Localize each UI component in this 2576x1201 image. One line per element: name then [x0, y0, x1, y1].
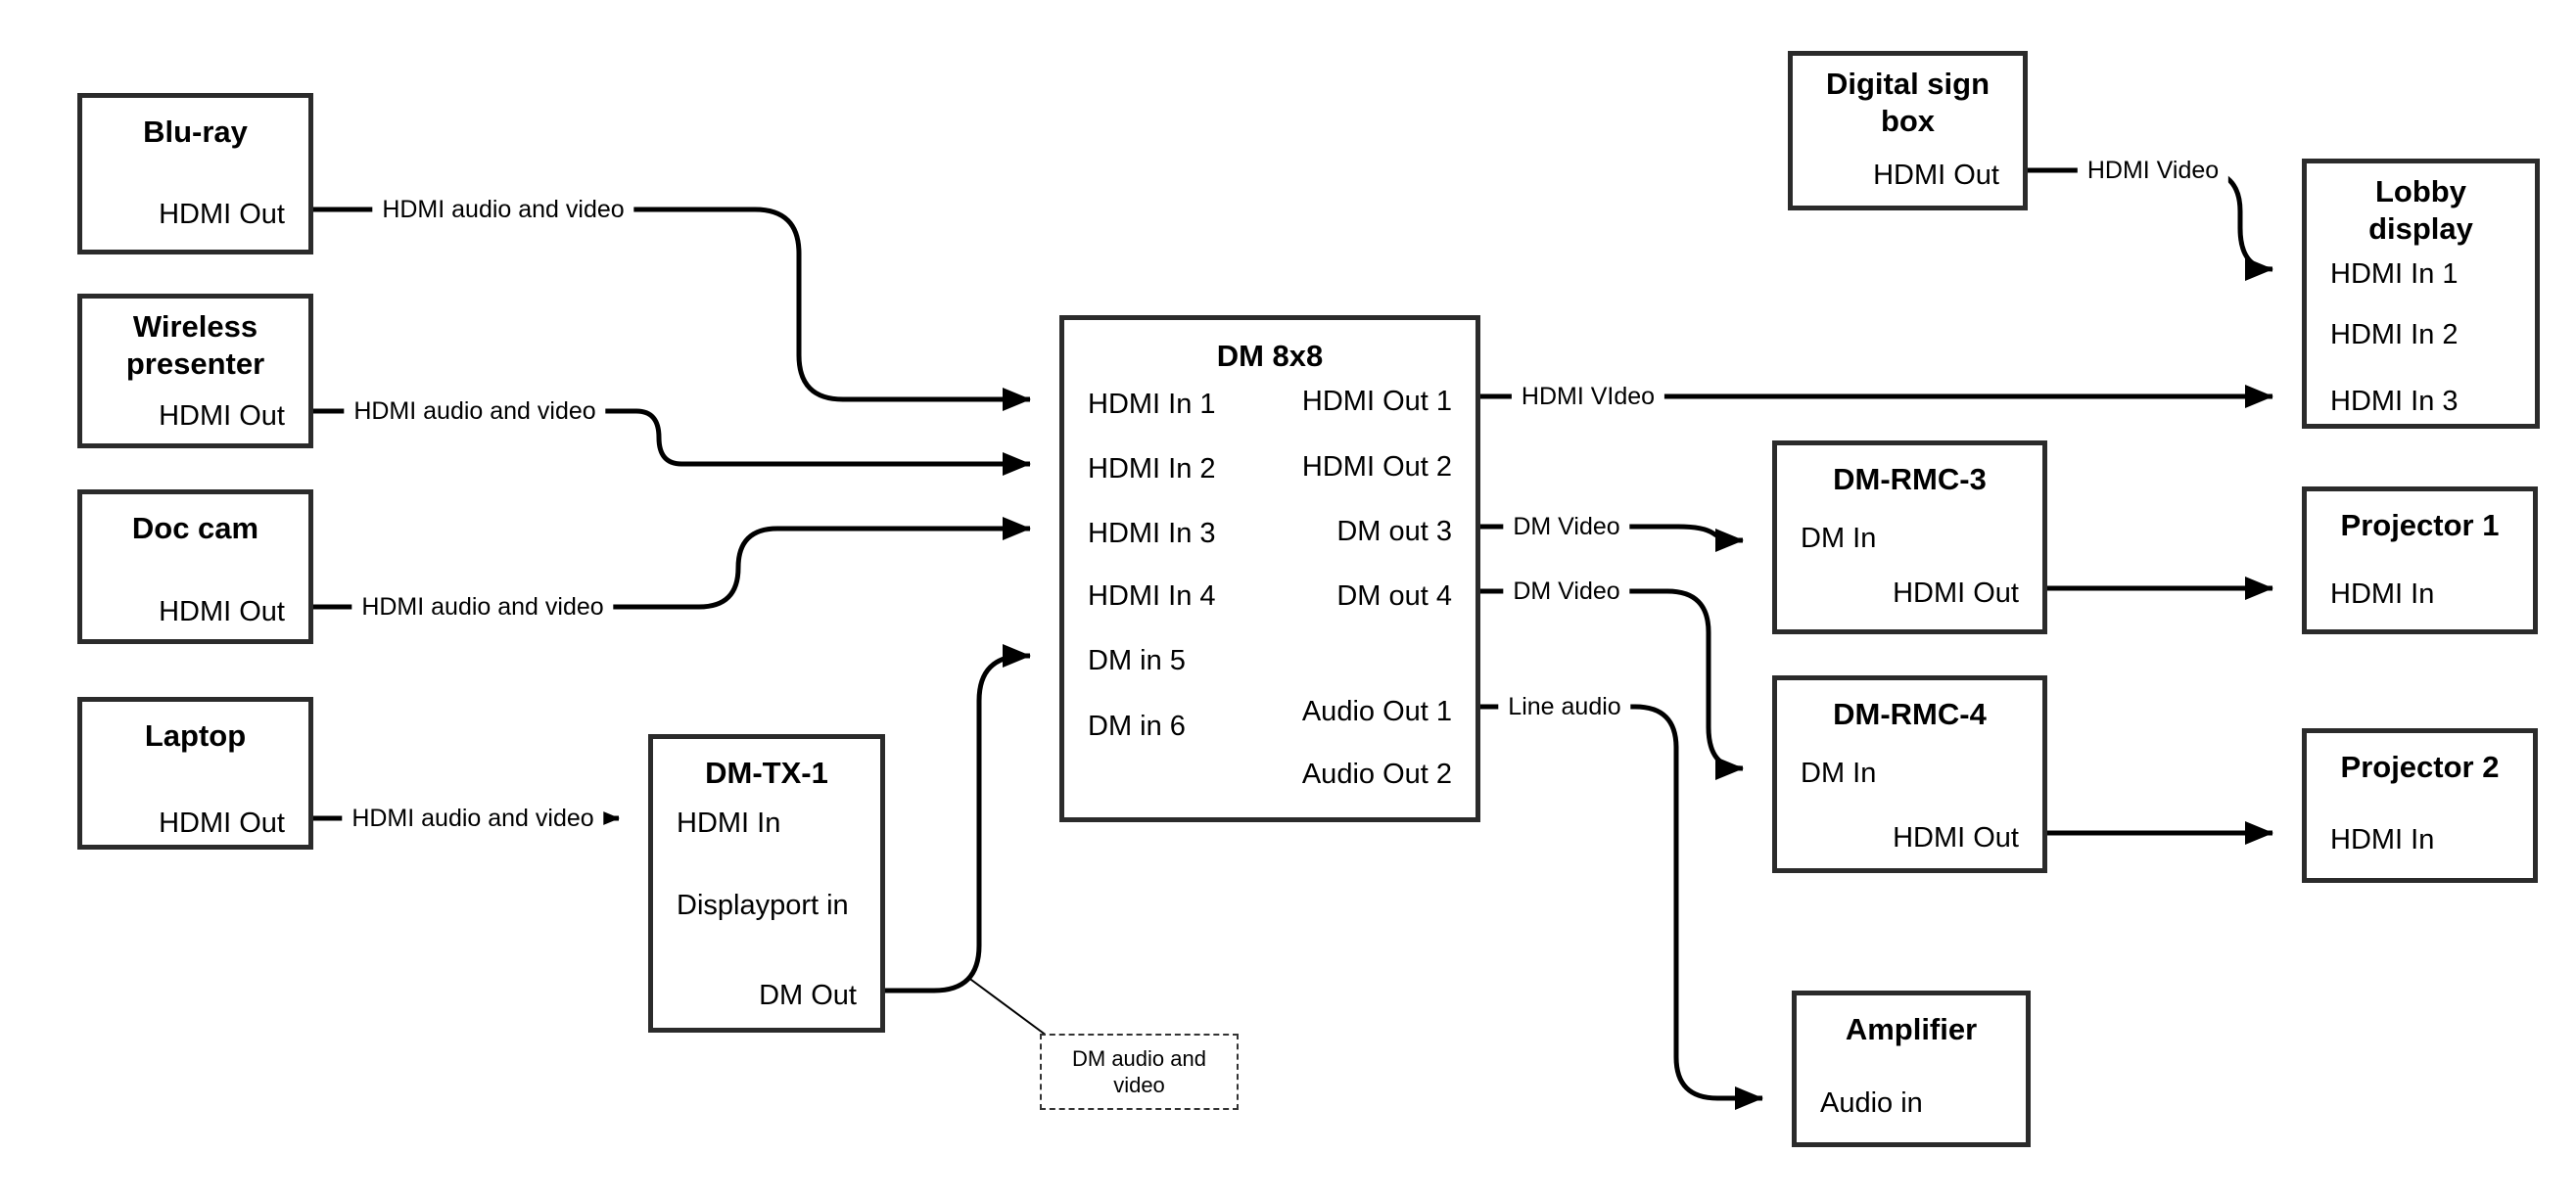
port-hdmi-in-4: HDMI In 4: [1088, 580, 1216, 612]
annotation-leader-line: [966, 976, 1048, 1037]
edge-dm8x8-out3-to-rmc3-dmin: [1478, 524, 1744, 552]
port-hdmi-in-2: HDMI In 2: [2330, 319, 2459, 350]
port-hdmi-out-2: HDMI Out 2: [1301, 451, 1452, 483]
edge-dm8x8-audioout1-to-amplifier: [1478, 704, 1763, 1110]
edge-dmtx1-dmout-to-dm8x8-in5: [883, 644, 1031, 993]
node-doc-cam: Doc cam HDMI Out: [77, 489, 313, 644]
port-hdmi-in: HDMI In: [677, 808, 781, 839]
port-dm-out: DM Out: [759, 980, 857, 1011]
port-hdmi-in: HDMI In: [2330, 578, 2435, 610]
port-hdmi-in-2: HDMI In 2: [1088, 453, 1216, 485]
edge-label-dm-video-out3: DM Video: [1503, 511, 1630, 542]
port-dm-in: DM In: [1801, 758, 1877, 789]
port-audio-out-2: Audio Out 2: [1301, 759, 1452, 790]
edge-label-dm-video-out4: DM Video: [1503, 576, 1630, 607]
edge-label-hdmi-video-out1: HDMI VIdeo: [1511, 381, 1665, 412]
node-title: DM 8x8: [1216, 339, 1324, 373]
port-dm-in-6: DM in 6: [1088, 711, 1186, 742]
port-hdmi-out: HDMI Out: [159, 596, 285, 627]
port-hdmi-out: HDMI Out: [159, 808, 285, 839]
port-audio-in: Audio in: [1820, 1087, 1923, 1119]
node-title: Amplifier: [1845, 1012, 1978, 1046]
node-dm-rmc-4: DM-RMC-4 DM In HDMI Out: [1772, 675, 2047, 873]
node-title: Doc cam: [131, 511, 259, 545]
edge-label-hdmi-video-sign: HDMI Video: [2077, 155, 2229, 186]
port-hdmi-out: HDMI Out: [159, 400, 285, 432]
node-digital-sign-box: Digital sign box HDMI Out: [1788, 51, 2028, 210]
node-dm-tx-1: DM-TX-1 HDMI In Displayport in DM Out: [648, 734, 885, 1033]
port-hdmi-out-1: HDMI Out 1: [1301, 386, 1452, 417]
annotation-dm-audio-and-video: DM audio and video: [1040, 1034, 1239, 1110]
port-hdmi-out: HDMI Out: [1893, 577, 2019, 609]
node-dm-rmc-3: DM-RMC-3 DM In HDMI Out: [1772, 440, 2047, 634]
port-hdmi-in-3: HDMI In 3: [2330, 386, 2459, 417]
port-hdmi-in-1: HDMI In 1: [1088, 389, 1216, 420]
node-title: Laptop: [144, 718, 247, 753]
node-lobby-display: Lobby display HDMI In 1 HDMI In 2 HDMI I…: [2302, 159, 2540, 429]
port-dm-out-4: DM out 4: [1336, 580, 1452, 612]
edge-dm8x8-out4-to-rmc4-dmin: [1478, 588, 1744, 780]
port-displayport-in: Displayport in: [677, 890, 849, 921]
node-title: Blu-ray: [143, 115, 248, 149]
node-title: Lobby display: [2368, 174, 2473, 246]
port-dm-out-3: DM out 3: [1336, 516, 1452, 547]
edge-bluray-to-dm8x8-in1: [313, 207, 1031, 411]
edge-label-line-audio: Line audio: [1498, 691, 1631, 722]
port-hdmi-out: HDMI Out: [159, 199, 285, 230]
node-title: DM-RMC-4: [1833, 697, 1987, 731]
node-dm-8x8-switcher: DM 8x8 HDMI In 1 HDMI In 2 HDMI In 3 HDM…: [1059, 315, 1480, 822]
port-hdmi-in-1: HDMI In 1: [2330, 258, 2459, 290]
port-hdmi-out: HDMI Out: [1873, 160, 1999, 191]
node-title: DM-RMC-3: [1833, 462, 1987, 496]
node-title: Projector 1: [2340, 508, 2500, 542]
port-dm-in: DM In: [1801, 523, 1877, 554]
node-amplifier: Amplifier Audio in: [1792, 991, 2031, 1147]
node-wireless-presenter: Wireless presenter HDMI Out: [77, 294, 313, 448]
node-title: Projector 2: [2340, 750, 2500, 784]
edge-label-hdmi-audio-video-2: HDMI audio and video: [344, 395, 606, 427]
port-hdmi-in: HDMI In: [2330, 824, 2435, 855]
port-audio-out-1: Audio Out 1: [1301, 696, 1452, 727]
edge-wireless-to-dm8x8-in2: [313, 408, 1031, 476]
edge-label-hdmi-audio-video-4: HDMI audio and video: [342, 803, 604, 834]
node-laptop: Laptop HDMI Out: [77, 697, 313, 850]
port-dm-in-5: DM in 5: [1088, 645, 1186, 676]
edge-label-hdmi-audio-video-1: HDMI audio and video: [372, 194, 634, 225]
port-hdmi-out: HDMI Out: [1893, 822, 2019, 854]
node-projector-2: Projector 2 HDMI In: [2302, 728, 2538, 883]
edge-label-hdmi-audio-video-3: HDMI audio and video: [351, 591, 614, 623]
node-bluray: Blu-ray HDMI Out: [77, 93, 313, 254]
edge-doccam-to-dm8x8-in3: [313, 517, 1031, 610]
node-title: Digital sign box: [1825, 67, 1991, 138]
node-title: DM-TX-1: [705, 756, 828, 790]
node-projector-1: Projector 1 HDMI In: [2302, 486, 2538, 634]
node-title: Wireless presenter: [125, 309, 265, 381]
port-hdmi-in-3: HDMI In 3: [1088, 518, 1216, 549]
